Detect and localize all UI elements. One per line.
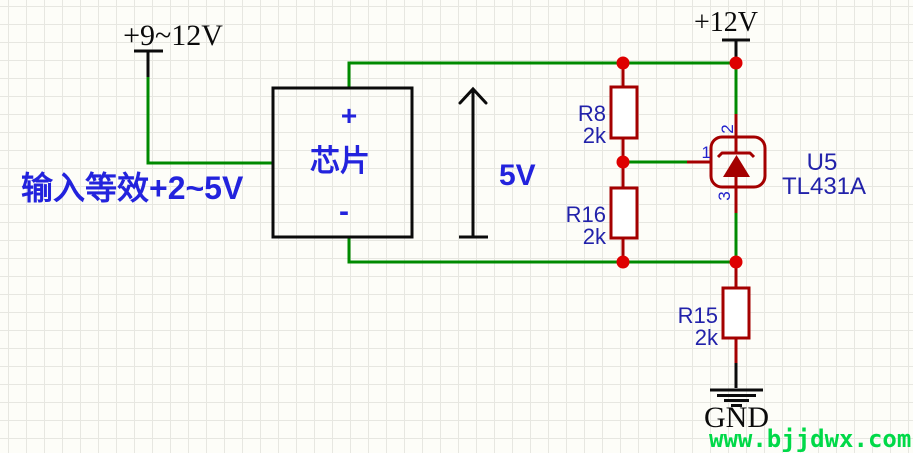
net-label-gnd: GND	[704, 401, 769, 434]
annotation-input-equivalent: 输入等效+2~5V	[21, 170, 244, 206]
chip-plus-terminal: +	[340, 100, 358, 131]
junction-divider	[616, 155, 630, 169]
resistor-r15-body	[721, 286, 751, 340]
u5-pin3-number: 3	[715, 191, 734, 201]
u5-diode-triangle	[723, 155, 750, 177]
r15-value: 2k	[694, 325, 718, 350]
r16-value: 2k	[582, 224, 606, 249]
junction-top-right	[729, 56, 743, 70]
net-label-right-supply: +12V	[693, 7, 758, 38]
u5-pin2-number: 2	[718, 124, 737, 134]
net-label-left-supply: +9~12V	[123, 19, 223, 52]
power-bar-right-supply	[722, 38, 750, 58]
resistor-r8-body	[609, 85, 639, 140]
annotation-output-voltage: 5V	[499, 159, 536, 192]
junction-top-left	[616, 56, 630, 70]
r15-ref: R15	[677, 303, 718, 328]
chip-box	[271, 86, 414, 239]
chip-minus-terminal: -	[339, 195, 349, 228]
u5-pin1-number: 1	[701, 143, 711, 162]
chip-name: 芯片	[310, 145, 370, 178]
u5-tl431-outline	[709, 135, 767, 189]
u5-part: TL431A	[781, 173, 867, 200]
u5-ref: U5	[806, 149, 838, 176]
u5-zener-cathode	[716, 151, 756, 159]
r16-ref: R16	[565, 202, 606, 227]
resistor-r16-body	[609, 186, 639, 240]
wire-left-supply-to-chip	[146, 77, 273, 165]
arrow-head	[458, 86, 488, 105]
junction-bottom-left	[616, 255, 630, 269]
site-watermark: www.bjjdwx.com	[709, 425, 912, 453]
wire-bottom-rail	[347, 237, 736, 264]
power-bar-left-supply	[134, 49, 163, 77]
r8-ref: R8	[577, 101, 606, 126]
junction-bottom-right	[729, 255, 743, 269]
r8-value: 2k	[582, 123, 606, 148]
wire-top-rail	[347, 61, 736, 88]
